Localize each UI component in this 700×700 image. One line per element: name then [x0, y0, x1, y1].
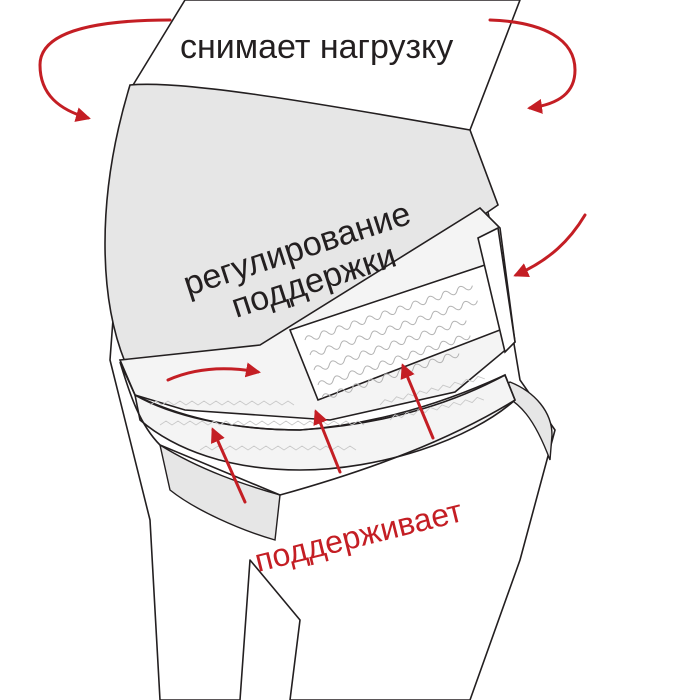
support-arrow-2 — [313, 409, 342, 474]
adjust-arrow — [166, 362, 261, 382]
support-arrow-1 — [211, 427, 247, 504]
load-arrow-left — [38, 18, 172, 122]
label-relieves-load: снимает нагрузку — [180, 28, 453, 66]
lower-belly-shape — [158, 443, 281, 541]
support-arrow-3 — [400, 363, 435, 440]
load-arrow-right — [488, 18, 577, 114]
support-belt — [118, 206, 516, 496]
belt-front-band — [119, 361, 516, 496]
strap-arrow — [513, 213, 587, 278]
red-arrows — [38, 18, 587, 504]
velcro-texture — [304, 285, 478, 399]
belt-upper-band — [118, 206, 516, 421]
side-strap — [477, 226, 516, 354]
